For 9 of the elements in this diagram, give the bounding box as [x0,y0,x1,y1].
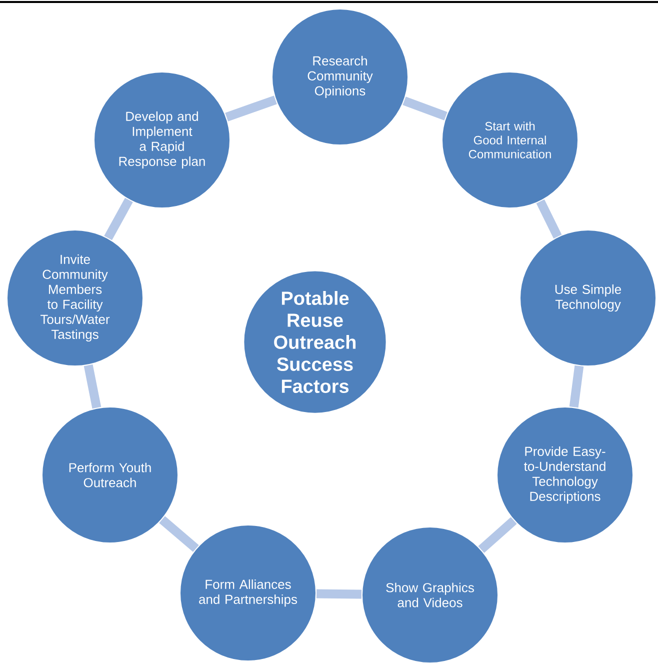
connector-bar [225,96,277,122]
connector-bar [569,365,584,408]
connector-bar [316,589,362,599]
connector-bar [159,516,199,552]
connector-bar [84,364,102,409]
connector-bar [536,199,562,239]
connector-bar [104,198,133,240]
connector-bar [478,517,517,553]
connector-bar [402,96,448,120]
